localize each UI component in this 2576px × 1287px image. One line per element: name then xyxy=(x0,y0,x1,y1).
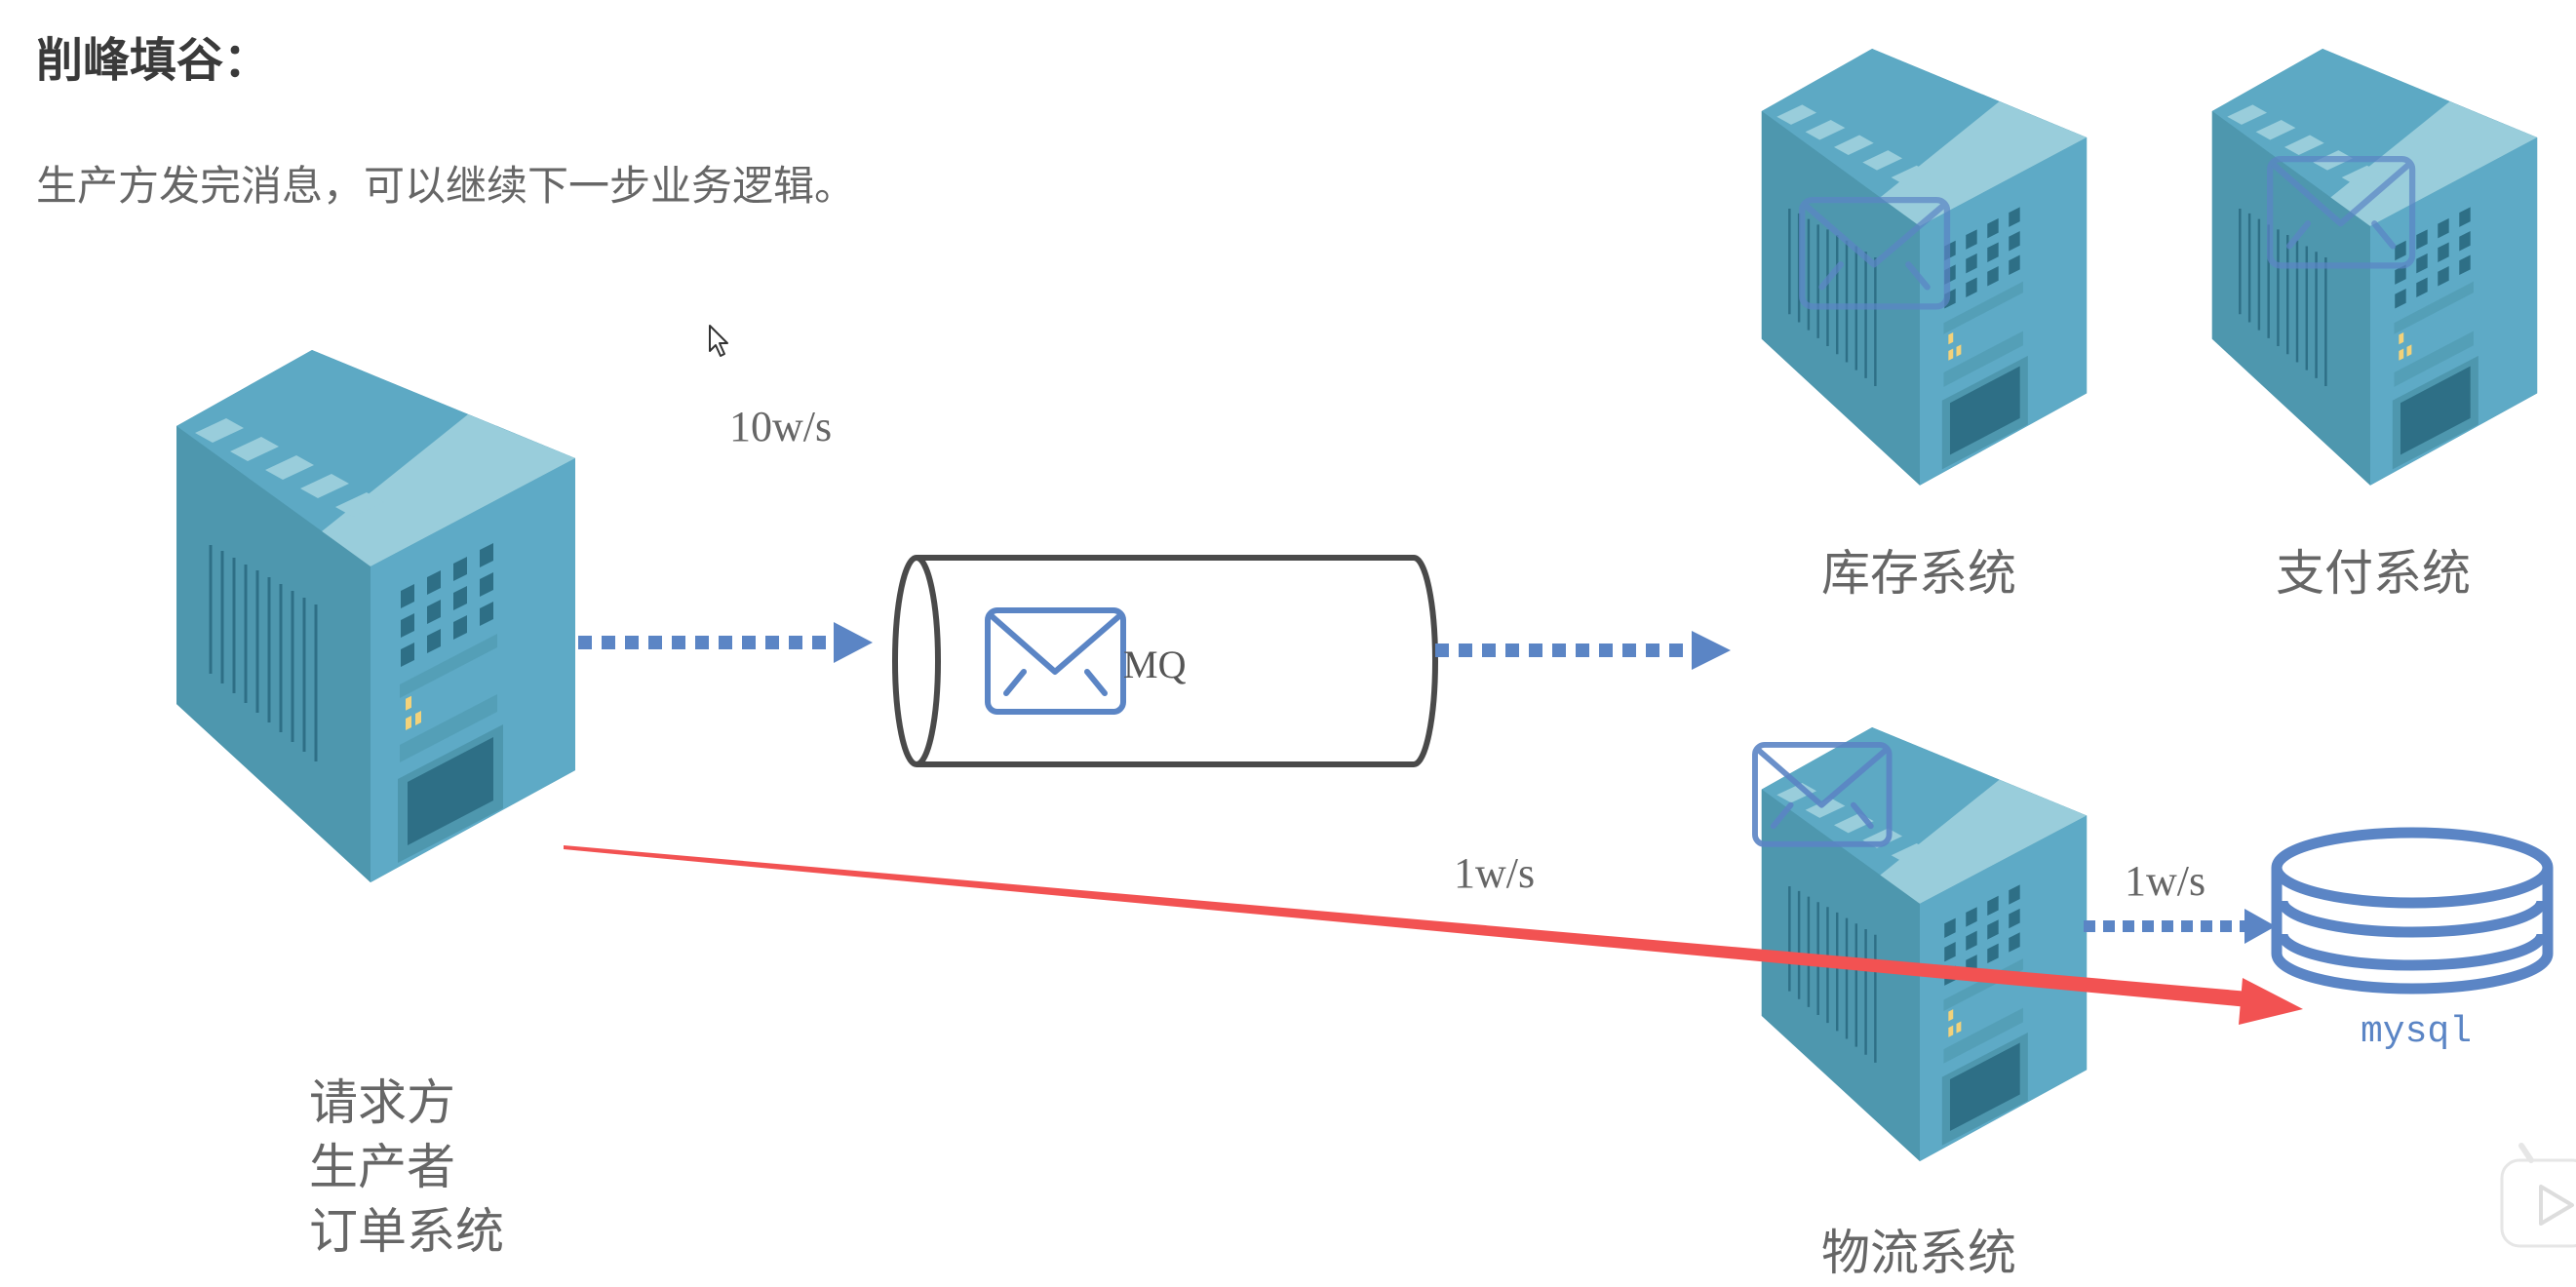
producer-label-requester: 请求方 xyxy=(309,1074,455,1131)
flow-arrow-logistics-to-db xyxy=(2084,909,2276,944)
rate-producer-to-mq: 10w/s xyxy=(729,403,832,450)
producer-label-producer: 生产者 xyxy=(309,1139,455,1195)
rate-mq-to-consumer: 1w/s xyxy=(1454,849,1535,897)
database-label: mysql xyxy=(2361,1011,2472,1053)
rate-consumer-to-db: 1w/s xyxy=(2125,857,2205,905)
payment-system-label: 支付系统 xyxy=(2276,545,2471,602)
inventory-system-label: 库存系统 xyxy=(1821,545,2016,602)
producer-label-order-system: 订单系统 xyxy=(309,1203,504,1260)
mq-label: MQ xyxy=(1123,643,1187,686)
subtitle: 生产方发完消息，可以继续下一步业务逻辑。 xyxy=(36,162,855,210)
red-annotation-arrow xyxy=(564,845,2303,1025)
mouse-cursor-icon xyxy=(709,325,728,357)
producer-server-icon xyxy=(175,348,577,884)
flow-arrow-producer-to-mq xyxy=(578,622,873,663)
database-icon xyxy=(2271,827,2554,994)
page-title: 削峰填谷： xyxy=(36,33,270,88)
flow-arrow-mq-to-consumers xyxy=(1435,631,1731,670)
logistics-system-label: 物流系统 xyxy=(1821,1225,2016,1281)
inventory-server-icon xyxy=(1760,47,2088,487)
video-player-icon[interactable] xyxy=(2500,1143,2576,1248)
